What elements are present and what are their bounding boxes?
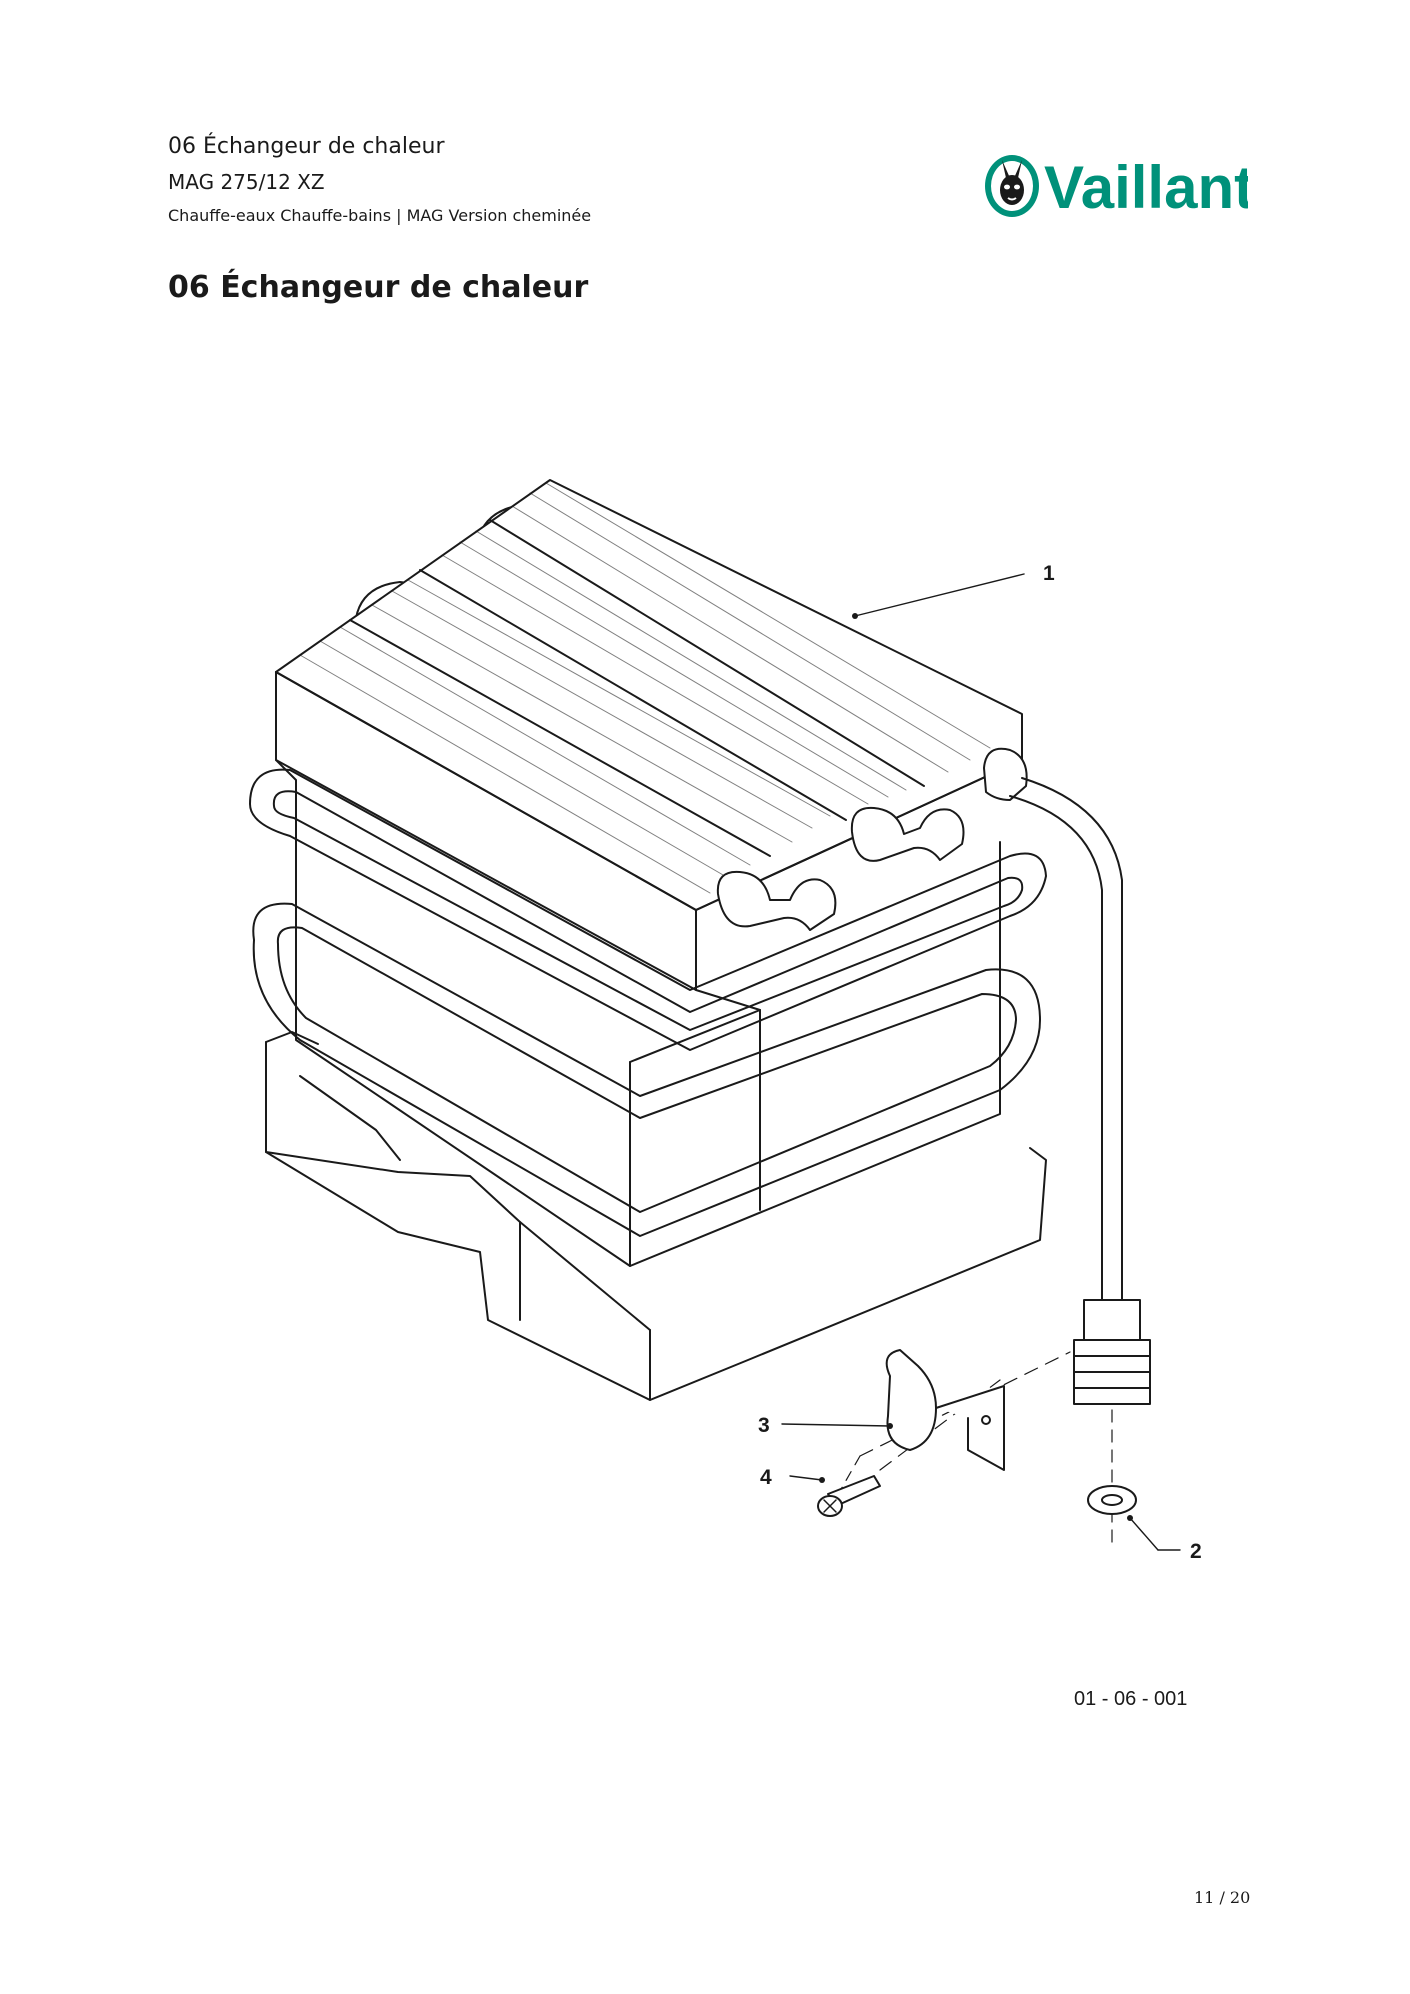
- callout-4: 4: [760, 1466, 772, 1489]
- brand-logo: Vaillant: [985, 154, 1248, 221]
- callout-3: 3: [758, 1414, 770, 1437]
- hare-logo-icon: [985, 155, 1039, 217]
- header-title: 06 Échangeur de chaleur: [168, 134, 445, 159]
- page-number: 11 / 20: [1194, 1888, 1251, 1907]
- drawing-code: 01 - 06 - 001: [1074, 1688, 1188, 1710]
- brand-name: Vaillant: [1044, 154, 1248, 221]
- section-heading: 06 Échangeur de chaleur: [168, 270, 589, 305]
- callout-2: 2: [1190, 1540, 1202, 1563]
- callout-1: 1: [1043, 562, 1055, 585]
- header-category: Chauffe-eaux Chauffe-bains | MAG Version…: [168, 206, 592, 225]
- header-model: MAG 275/12 XZ: [168, 170, 325, 194]
